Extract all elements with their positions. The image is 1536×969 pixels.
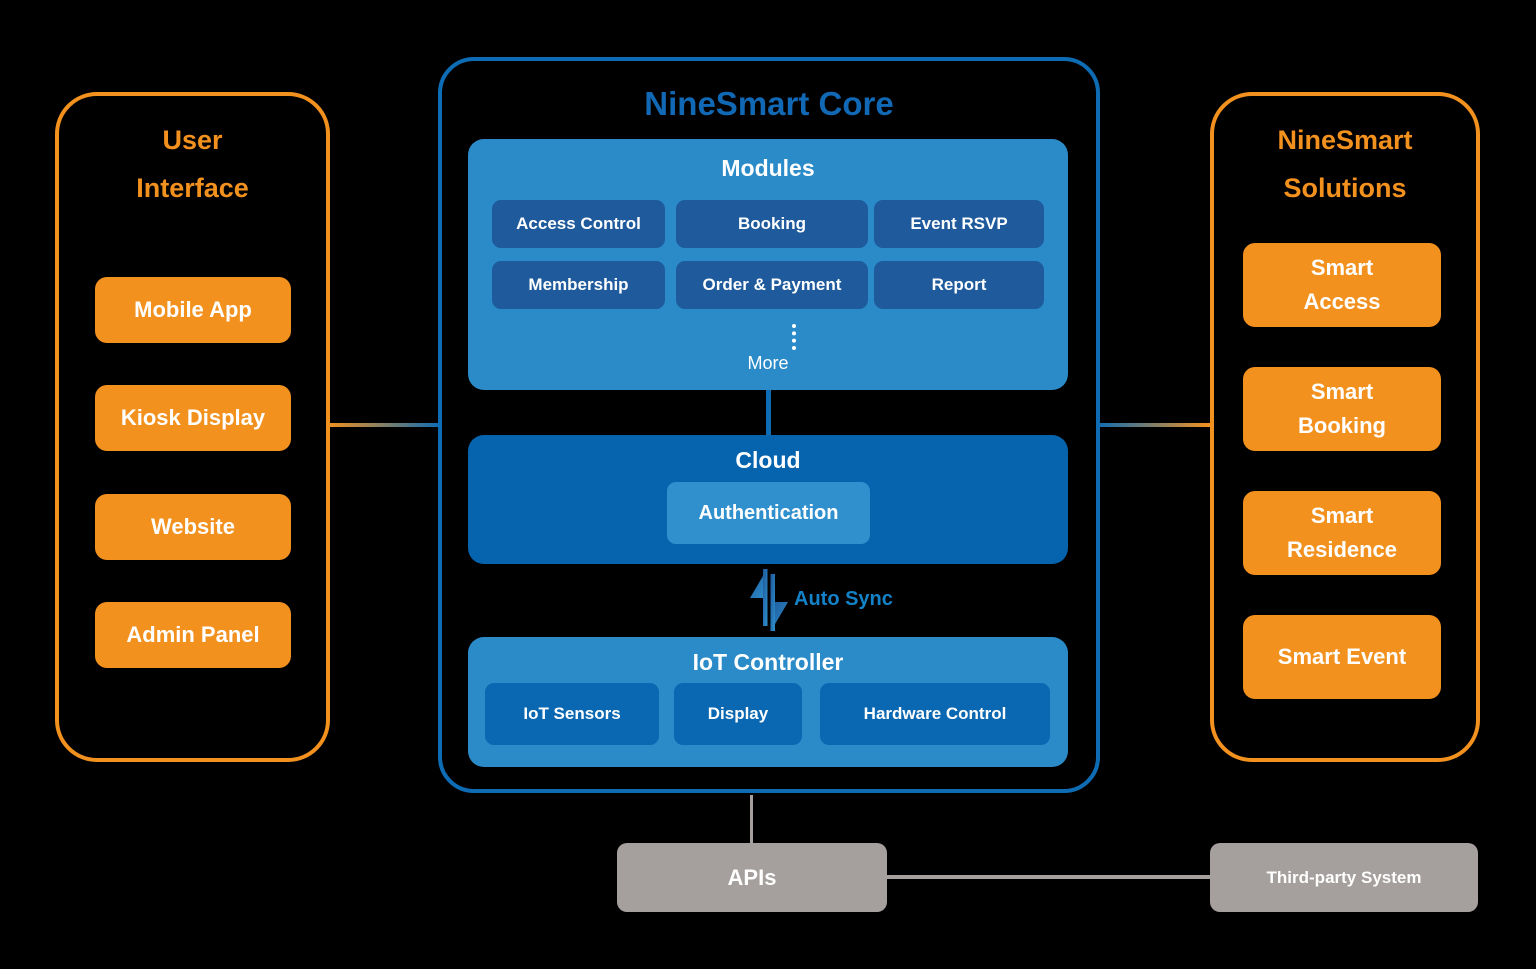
node-smart-residence-label: Smart Residence xyxy=(1286,503,1398,562)
node-kiosk-display-label: Kiosk Display xyxy=(120,405,266,430)
ninesmart-core-title: NineSmart Core xyxy=(644,85,894,122)
node-smart-booking: Smart Booking xyxy=(1243,367,1441,451)
node-website: Website xyxy=(95,494,291,560)
node-iot-sensors-label: IoT Sensors xyxy=(523,704,621,723)
node-iot-sensors: IoT Sensors xyxy=(485,683,659,745)
more-label: More xyxy=(747,353,789,373)
node-smart-access: Smart Access xyxy=(1243,243,1441,327)
node-website-label: Website xyxy=(151,514,235,539)
modules-title: Modules xyxy=(721,155,815,181)
node-apis-label: APIs xyxy=(727,864,777,890)
node-access-control: Access Control xyxy=(492,200,665,248)
node-report-label: Report xyxy=(931,275,987,294)
node-booking: Booking xyxy=(676,200,868,248)
connector-userinterface-core xyxy=(328,423,440,427)
ninesmart-core-panel: NineSmart Core Modules Access Control Bo… xyxy=(438,57,1100,793)
user-interface-title: User Interface xyxy=(59,116,326,212)
node-booking-label: Booking xyxy=(738,214,806,233)
node-display: Display xyxy=(674,683,802,745)
node-order-payment-label: Order & Payment xyxy=(702,275,842,294)
modules-section: Modules Access Control Booking Event RSV… xyxy=(468,139,1068,390)
ninesmart-solutions-title-line2: Solutions xyxy=(1283,173,1407,203)
node-membership-label: Membership xyxy=(528,275,629,294)
ninesmart-solutions-title: NineSmart Solutions xyxy=(1214,116,1476,212)
node-smart-event-label: Smart Event xyxy=(1277,644,1407,669)
connector-core-solutions xyxy=(1097,423,1210,427)
node-membership: Membership xyxy=(492,261,665,309)
node-admin-panel: Admin Panel xyxy=(95,602,291,668)
node-event-rsvp: Event RSVP xyxy=(874,200,1044,248)
user-interface-title-line2: Interface xyxy=(136,173,249,203)
user-interface-title-line1: User xyxy=(162,125,223,155)
ninesmart-solutions-title-line1: NineSmart xyxy=(1277,125,1413,155)
node-smart-access-label: Smart Access xyxy=(1303,255,1381,314)
auto-sync-label: Auto Sync xyxy=(794,588,893,610)
more-dots-icon xyxy=(792,324,796,350)
node-authentication: Authentication xyxy=(667,482,870,544)
iot-controller-section: IoT Controller IoT Sensors Display Hardw… xyxy=(468,637,1068,767)
user-interface-panel: User Interface Mobile App Kiosk Display … xyxy=(55,92,330,762)
node-apis: APIs xyxy=(617,843,887,912)
iot-controller-title: IoT Controller xyxy=(692,649,844,675)
node-report: Report xyxy=(874,261,1044,309)
connector-modules-cloud xyxy=(766,390,771,436)
node-event-rsvp-label: Event RSVP xyxy=(910,214,1008,233)
node-display-label: Display xyxy=(707,704,769,723)
node-smart-booking-label: Smart Booking xyxy=(1298,379,1386,438)
connector-apis-thirdparty xyxy=(887,875,1210,879)
node-third-party-system-label: Third-party System xyxy=(1266,867,1422,887)
node-authentication-label: Authentication xyxy=(698,501,839,524)
node-smart-residence: Smart Residence xyxy=(1243,491,1441,575)
node-mobile-app-label: Mobile App xyxy=(134,297,252,322)
node-hardware-control-label: Hardware Control xyxy=(863,704,1007,723)
cloud-title: Cloud xyxy=(735,447,801,473)
node-third-party-system: Third-party System xyxy=(1210,843,1478,912)
node-order-payment: Order & Payment xyxy=(676,261,868,309)
node-access-control-label: Access Control xyxy=(516,214,641,233)
node-smart-event: Smart Event xyxy=(1243,615,1441,699)
node-mobile-app: Mobile App xyxy=(95,277,291,343)
ninesmart-solutions-panel: NineSmart Solutions Smart Access Smart B… xyxy=(1210,92,1480,762)
cloud-section: Cloud Authentication xyxy=(468,435,1068,564)
auto-sync-icon xyxy=(750,569,788,631)
node-admin-panel-label: Admin Panel xyxy=(126,622,260,647)
node-hardware-control: Hardware Control xyxy=(820,683,1050,745)
node-kiosk-display: Kiosk Display xyxy=(95,385,291,451)
connector-core-apis xyxy=(750,795,753,843)
